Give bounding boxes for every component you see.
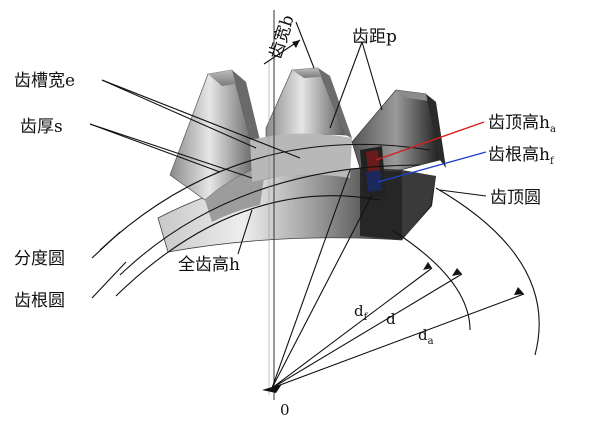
origin-marker	[262, 384, 282, 393]
gear-circles	[99, 143, 540, 356]
label-df: df	[354, 302, 369, 323]
root-circle-arc	[115, 195, 381, 297]
pitch-circle-arc	[99, 143, 431, 251]
label-addendum: 齿顶高ha	[488, 113, 556, 135]
depth-line	[271, 194, 373, 389]
label-origin: 0	[280, 401, 290, 419]
label-pitch-circle: 分度圆	[14, 249, 65, 269]
radial-line-da	[271, 293, 525, 389]
radial-line-d	[271, 273, 463, 389]
text-labels: 齿宽b 齿距p 齿槽宽e 齿厚s 齿顶高ha 齿根高hf 齿顶圆 分度圆 齿根圆…	[14, 13, 556, 419]
leader-lines	[89, 21, 487, 299]
label-space-width: 齿槽宽e	[14, 71, 75, 91]
gear-tooth-center	[250, 67, 352, 182]
radial-line-df	[271, 267, 433, 389]
gear-body	[157, 168, 436, 253]
label-tip-circle: 齿顶圆	[490, 188, 541, 208]
pitch-circle-arc-lower	[119, 164, 421, 276]
label-pitch: 齿距p	[352, 27, 397, 47]
label-root-circle: 齿根圆	[14, 291, 65, 311]
pitch-circle-arc-right	[391, 229, 471, 331]
gear-tooth-right	[351, 89, 446, 200]
label-da: da	[418, 326, 434, 347]
tip-circle-arc	[435, 187, 540, 356]
label-thickness: 齿厚s	[20, 117, 63, 137]
axis-lines	[262, 10, 525, 400]
label-dedendum: 齿根高hf	[488, 145, 555, 167]
label-tooth-width: 齿宽b	[266, 13, 299, 62]
label-whole-depth: 全齿高h	[178, 255, 240, 275]
label-d: d	[386, 310, 396, 328]
